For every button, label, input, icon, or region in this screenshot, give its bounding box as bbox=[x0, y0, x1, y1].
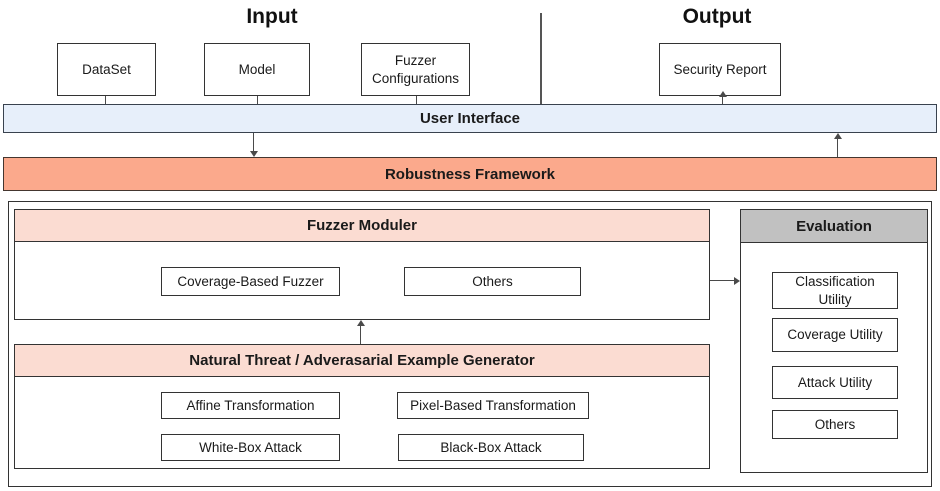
white-box-attack-box: White-Box Attack bbox=[161, 434, 340, 461]
arrow-generator-to-fuzzer bbox=[356, 320, 365, 344]
arrowhead-right-icon bbox=[734, 276, 740, 285]
dataset-box: DataSet bbox=[57, 43, 156, 96]
affine-transformation-box: Affine Transformation bbox=[161, 392, 340, 419]
arrowhead-up-icon bbox=[833, 133, 842, 139]
security-report-box: Security Report bbox=[659, 43, 781, 96]
classification-utility-box: Classification Utility bbox=[772, 272, 898, 309]
arrowhead-down-icon bbox=[249, 151, 258, 157]
user-interface-bar: User Interface bbox=[3, 104, 937, 133]
attack-utility-box: Attack Utility bbox=[772, 366, 898, 399]
robustness-framework-bar: Robustness Framework bbox=[3, 157, 937, 191]
arrowhead-up-icon bbox=[356, 320, 365, 326]
user-interface-label: User Interface bbox=[419, 110, 521, 127]
input-heading: Input bbox=[246, 5, 298, 28]
fuzzer-others-box: Others bbox=[404, 267, 581, 296]
arrow-ui-to-security-report bbox=[718, 91, 727, 107]
fuzzer-moduler-section: Fuzzer Moduler Coverage-Based Fuzzer Oth… bbox=[14, 209, 710, 320]
pixel-based-transformation-box: Pixel-Based Transformation bbox=[397, 392, 589, 419]
coverage-based-fuzzer-box: Coverage-Based Fuzzer bbox=[161, 267, 340, 296]
input-output-divider bbox=[540, 13, 542, 105]
example-generator-header: Natural Threat / Adverasarial Example Ge… bbox=[15, 345, 709, 377]
example-generator-title: Natural Threat / Adverasarial Example Ge… bbox=[189, 352, 535, 369]
fuzzer-configurations-box: Fuzzer Configurations bbox=[361, 43, 470, 96]
arrowhead-up-icon bbox=[718, 91, 727, 97]
example-generator-section: Natural Threat / Adverasarial Example Ge… bbox=[14, 344, 710, 469]
arrow-fuzzer-to-evaluation bbox=[710, 276, 740, 285]
arrow-framework-to-ui bbox=[833, 133, 842, 157]
output-heading: Output bbox=[682, 5, 752, 28]
evaluation-header: Evaluation bbox=[741, 210, 927, 243]
fuzzer-moduler-title: Fuzzer Moduler bbox=[306, 217, 417, 234]
black-box-attack-box: Black-Box Attack bbox=[398, 434, 584, 461]
evaluation-others-box: Others bbox=[772, 410, 898, 439]
coverage-utility-box: Coverage Utility bbox=[772, 318, 898, 352]
evaluation-section: Evaluation Classification Utility Covera… bbox=[740, 209, 928, 473]
fuzzer-moduler-header: Fuzzer Moduler bbox=[15, 210, 709, 242]
arrow-ui-to-framework bbox=[249, 133, 258, 157]
evaluation-title: Evaluation bbox=[796, 217, 872, 235]
robustness-framework-label: Robustness Framework bbox=[384, 165, 556, 183]
model-box: Model bbox=[204, 43, 310, 96]
